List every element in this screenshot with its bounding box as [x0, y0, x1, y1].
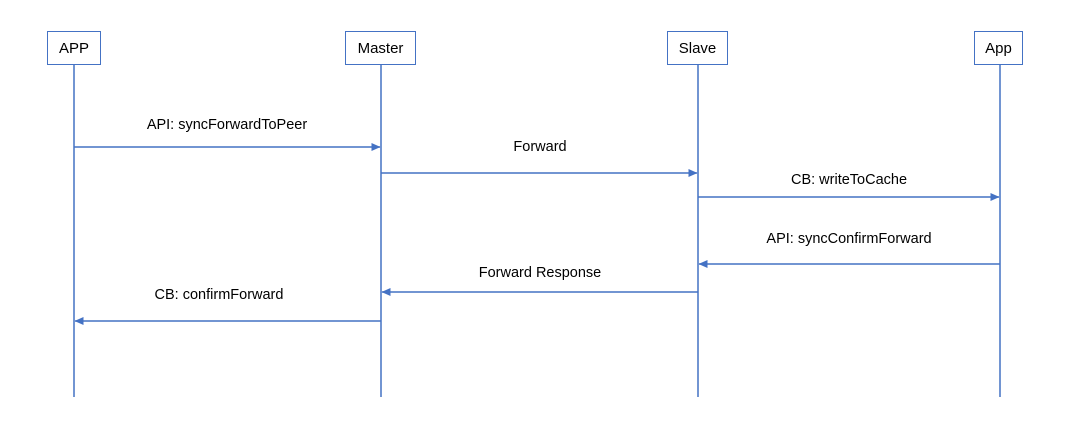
participant-box-app_right[interactable]: App — [974, 31, 1023, 65]
participant-box-app_left[interactable]: APP — [47, 31, 101, 65]
message-arrows-group — [74, 143, 1000, 325]
participant-box-slave[interactable]: Slave — [667, 31, 728, 65]
participant-label-master: Master — [357, 39, 404, 57]
participant-label-slave: Slave — [678, 39, 717, 57]
message-label-m5: Forward Response — [478, 264, 602, 281]
participant-label-app_right: App — [985, 39, 1012, 57]
message-label-m6: CB: confirmForward — [154, 286, 284, 303]
lifelines-group — [73, 65, 1001, 397]
participant-label-app_left: APP — [58, 39, 89, 57]
message-label-m3: CB: writeToCache — [790, 171, 908, 188]
message-label-m4: API: syncConfirmForward — [766, 230, 932, 247]
message-label-m1: API: syncForwardToPeer — [146, 116, 308, 133]
message-label-m2: Forward — [513, 138, 567, 155]
participant-box-master[interactable]: Master — [345, 31, 416, 65]
